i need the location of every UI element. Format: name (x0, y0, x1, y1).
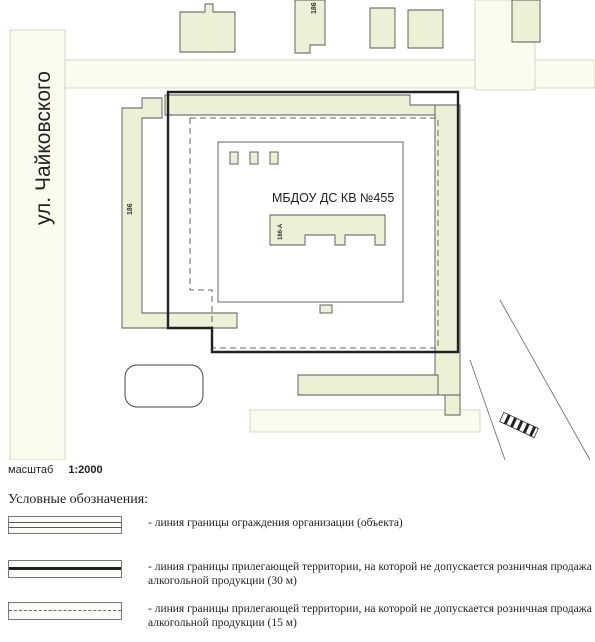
legend-item-boundary-30m: - линия границы прилегающей территории, … (8, 560, 593, 600)
map-scale: масштаб 1:2000 (8, 464, 103, 476)
perimeter-buildings (121, 94, 461, 416)
building-number-186: 186 (127, 203, 134, 215)
scale-label: масштаб (8, 464, 54, 476)
scale-value: 1:2000 (68, 464, 103, 476)
pavilion-2 (249, 151, 259, 165)
street-label: ул. Чайковского (32, 71, 55, 225)
kindergarten-main (269, 214, 386, 246)
legend-swatch-boundary-15m (8, 602, 122, 620)
house-north-1 (179, 3, 236, 53)
building-southeast-corner (444, 394, 461, 416)
crossing-stripes (503, 414, 537, 437)
legend-text-boundary-30m: - линия границы прилегающей территории, … (148, 561, 592, 587)
site-map: 186 186 186-А (9, 0, 595, 460)
boundary-30m-line (166, 90, 460, 354)
building-number-186a: 186-А (278, 223, 284, 240)
object-label: МБДОУ ДС КВ №455 (272, 191, 394, 205)
legend-swatch-fence (8, 516, 122, 534)
road-line-1 (469, 359, 506, 460)
small-structure (319, 304, 333, 314)
pedestrian-crossing (499, 411, 539, 439)
legend-text-boundary-15m: - линия границы прилегающей территории, … (148, 603, 592, 629)
legend-title: Условные обозначения: (8, 492, 149, 507)
building-north-wing (164, 94, 436, 116)
road-line-2 (499, 299, 591, 460)
parking-lot (124, 364, 204, 408)
building-south-wing (297, 374, 439, 396)
roads (9, 0, 595, 460)
house-north-4 (407, 9, 444, 49)
building-number-top: 186 (311, 2, 318, 14)
pavilion-1 (229, 151, 239, 165)
house-north-5 (511, 0, 541, 43)
house-north-3 (369, 7, 396, 49)
houses-north (179, 0, 541, 54)
road-lines (469, 299, 591, 460)
legend-item-fence: - линия границы ограждения организации (… (8, 516, 593, 556)
house-north-2 (294, 0, 326, 54)
kindergarten-building (229, 151, 386, 314)
legend-item-boundary-15m: - линия границы прилегающей территории, … (8, 602, 593, 642)
legend-text-fence: - линия границы ограждения организации (… (148, 517, 403, 529)
pavilion-3 (269, 151, 279, 165)
road-street (9, 29, 66, 460)
road-south (249, 409, 481, 433)
legend-swatch-boundary-30m (8, 560, 122, 578)
